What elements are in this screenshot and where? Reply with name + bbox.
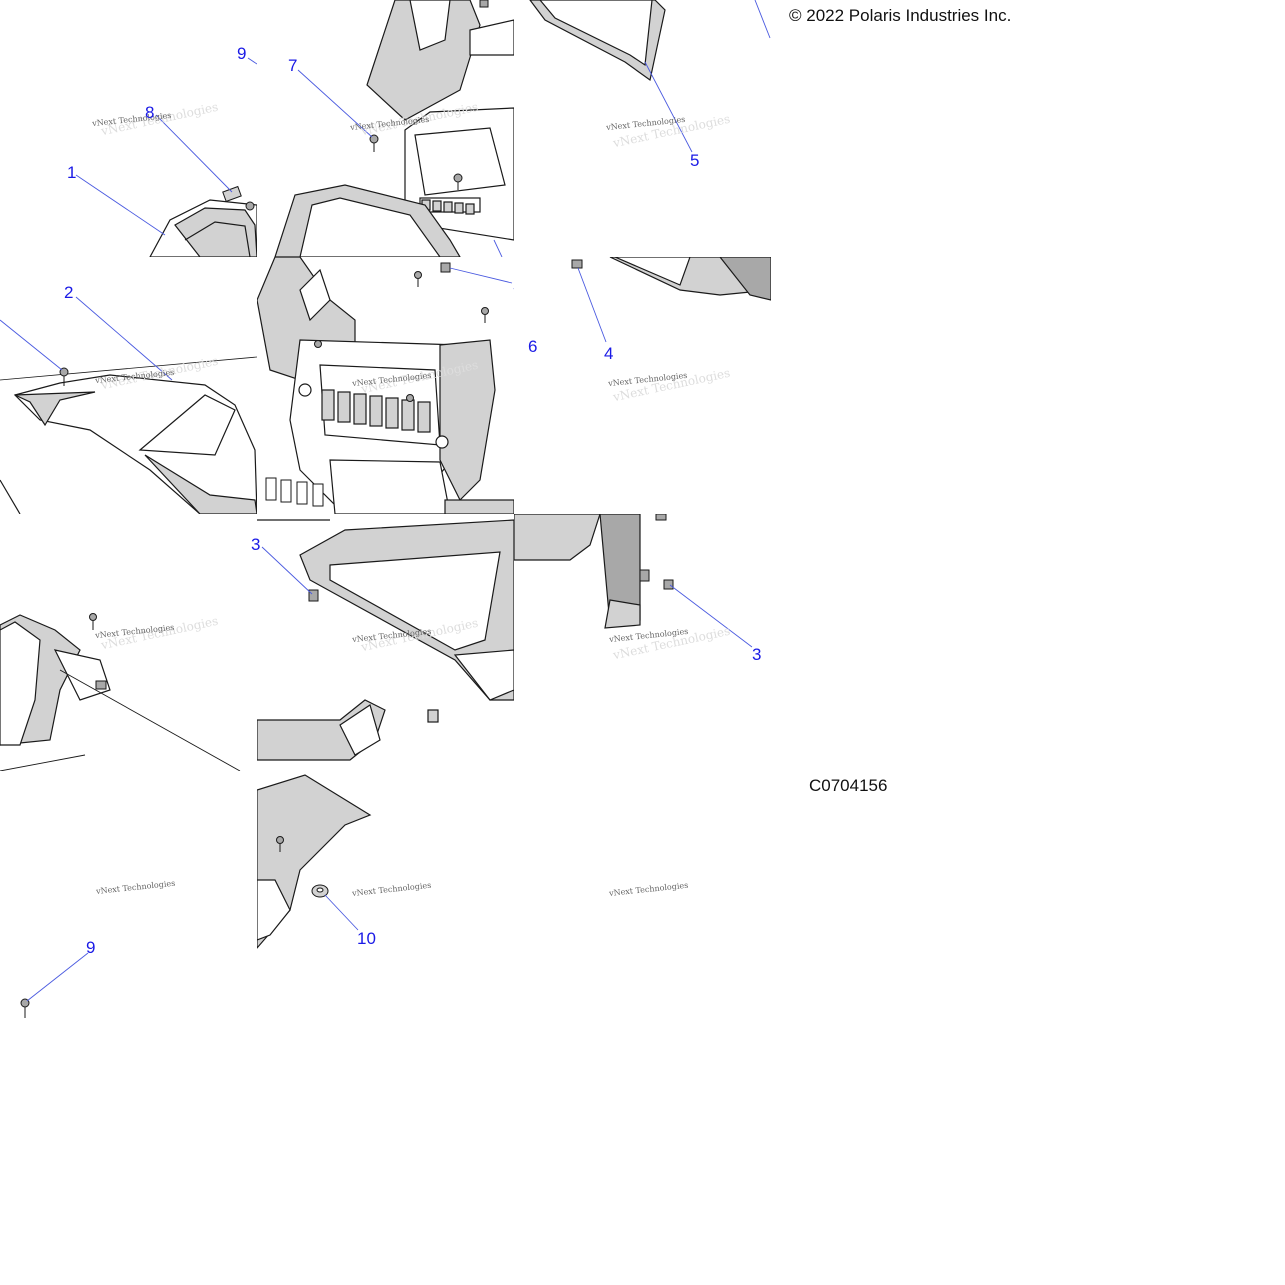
lower-bracket <box>257 699 439 761</box>
dash-center-frame <box>274 184 461 257</box>
leader-lines-r1c1 <box>449 267 514 290</box>
tile-r2c1 <box>257 519 514 761</box>
leader-lines-r3c1 <box>324 894 359 931</box>
lower-panel <box>257 774 372 949</box>
bumper-side-part-3 <box>514 514 641 629</box>
leader-lines-r1c2 <box>577 267 607 343</box>
callout-number: 3 <box>752 645 762 664</box>
tile-r1c1 <box>257 257 514 514</box>
figure-id: C0704156 <box>809 776 888 795</box>
screw-r2c0 <box>89 613 107 690</box>
callout-number: 9 <box>86 938 96 957</box>
screw-part-1 <box>245 201 255 211</box>
leader-lines-r2c2 <box>669 584 753 648</box>
callout-number: 10 <box>357 929 376 948</box>
screw-display <box>453 173 463 190</box>
callout-number: 6 <box>528 337 538 356</box>
leader-lines-r0c0 <box>75 57 257 236</box>
hood-panel-part-5 <box>529 0 666 82</box>
copyright-notice: © 2022 Polaris Industries Inc. <box>789 6 1012 25</box>
screws-dash <box>314 271 489 402</box>
front-bumper-cover-part-2 <box>0 356 257 514</box>
leader-lines-r0c1 <box>297 69 503 257</box>
callout-number: 8 <box>145 103 155 122</box>
callout-number: 9 <box>237 44 247 63</box>
tile-r0c1 <box>274 0 514 257</box>
tile-r0c2 <box>529 0 771 153</box>
clips-part-3b <box>639 514 674 590</box>
tile-r0c0 <box>75 57 257 257</box>
leader-lines-r1c0 <box>0 296 173 381</box>
clip-part-4 <box>571 259 583 269</box>
screw-lower <box>276 836 284 852</box>
tile-r3c1 <box>257 774 372 949</box>
dash-main-panel <box>257 257 514 514</box>
bumper-edge-part-4 <box>609 257 771 301</box>
leader-lines-r0c2 <box>644 0 771 153</box>
pod-shroud-left <box>149 199 257 257</box>
callout-number: 2 <box>64 283 74 302</box>
tile-r1c0 <box>0 296 257 514</box>
switch-blanks <box>265 477 324 507</box>
clip-part-8 <box>222 185 242 203</box>
leader-lines-r2c1 <box>261 546 313 595</box>
grommet-part-10 <box>311 884 329 898</box>
callout-number: 4 <box>604 344 614 363</box>
tile-r2c2 <box>514 514 753 648</box>
side-panel-left <box>0 614 241 771</box>
dash-upper-bracket <box>366 0 514 121</box>
clip-part-6 <box>440 262 451 273</box>
tile-r1c2 <box>571 257 771 343</box>
leader-lines-r3c0 <box>26 952 89 1002</box>
screw-part-7 <box>369 134 379 152</box>
tile-r2c0 <box>0 613 241 771</box>
hood-frame-part-3 <box>257 519 514 701</box>
screw-part-9 <box>20 998 30 1018</box>
tile-r3c0 <box>20 952 89 1018</box>
callout-number: 5 <box>690 151 700 170</box>
clip-top <box>479 0 489 8</box>
callout-number: 1 <box>67 163 77 182</box>
clip-part-3a <box>308 589 319 602</box>
callout-number: 3 <box>251 535 261 554</box>
callout-number: 7 <box>288 56 298 75</box>
